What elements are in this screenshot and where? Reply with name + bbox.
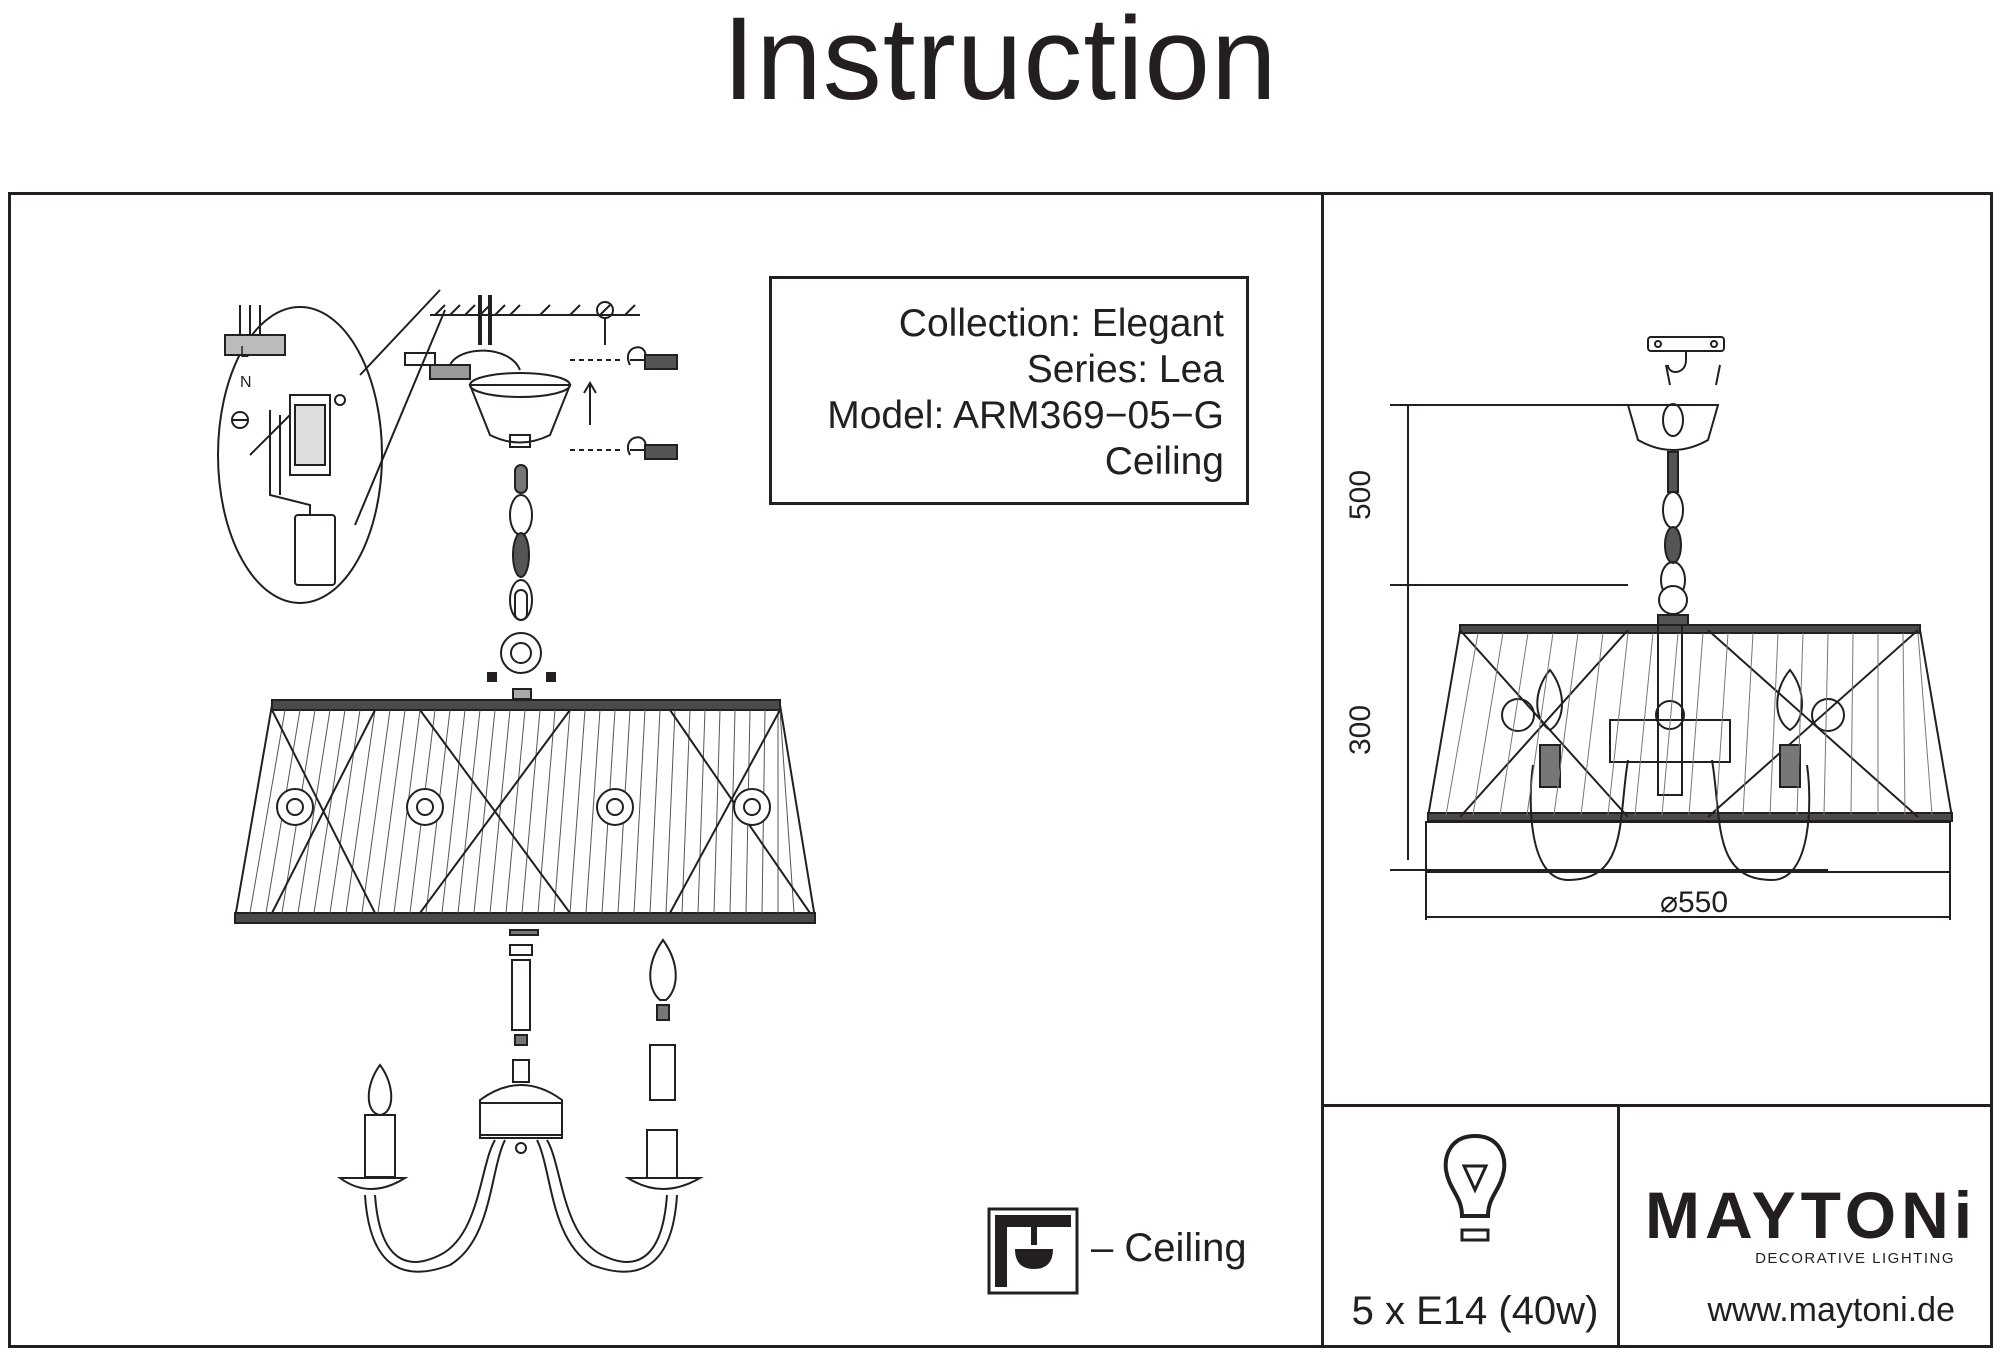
bottom-row-divider [1321, 1104, 1993, 1107]
bulb-brand-divider [1617, 1104, 1620, 1348]
bulb-spec-label: 5 x E14 (40w) [1351, 1289, 1599, 1333]
panel-divider [1321, 192, 1324, 1348]
shade-height-label: 300 [1344, 705, 1377, 755]
diameter-label: ⌀550 [1660, 886, 1728, 919]
wiring-label-live: L [240, 344, 249, 361]
page-title: Instruction [722, 0, 1278, 125]
light-bulb-icon [1443, 1133, 1507, 1242]
brand-tagline: DECORATIVE LIGHTING [1755, 1250, 1955, 1267]
chain-length-label: 500 [1344, 470, 1377, 520]
mount-type-label: Ceiling [1104, 440, 1224, 483]
ceiling-legend-label: – Ceiling [1091, 1226, 1247, 1270]
model-label: Model: ARM369−05−G [827, 394, 1224, 437]
series-label: Series: Lea [1026, 348, 1224, 391]
instruction-frame [8, 192, 1993, 1348]
assembly-diagram: L N [217, 289, 817, 1273]
brand-logo: MAYTONi [1645, 1178, 1978, 1252]
collection-label: Collection: Elegant [898, 302, 1224, 345]
lamp-shade [233, 704, 817, 919]
wiring-detail-bubble [217, 306, 383, 604]
mounting-plate-icon [1647, 336, 1725, 352]
dimension-diagram: 500 300 ⌀550 [1344, 336, 1954, 920]
ceiling-mount-icon [987, 1207, 1079, 1295]
product-info-box: Collection: Elegant Series: Lea Model: A… [769, 276, 1249, 505]
website-link[interactable]: www.maytoni.de [1707, 1291, 1955, 1329]
wiring-label-neutral: N [240, 374, 252, 391]
